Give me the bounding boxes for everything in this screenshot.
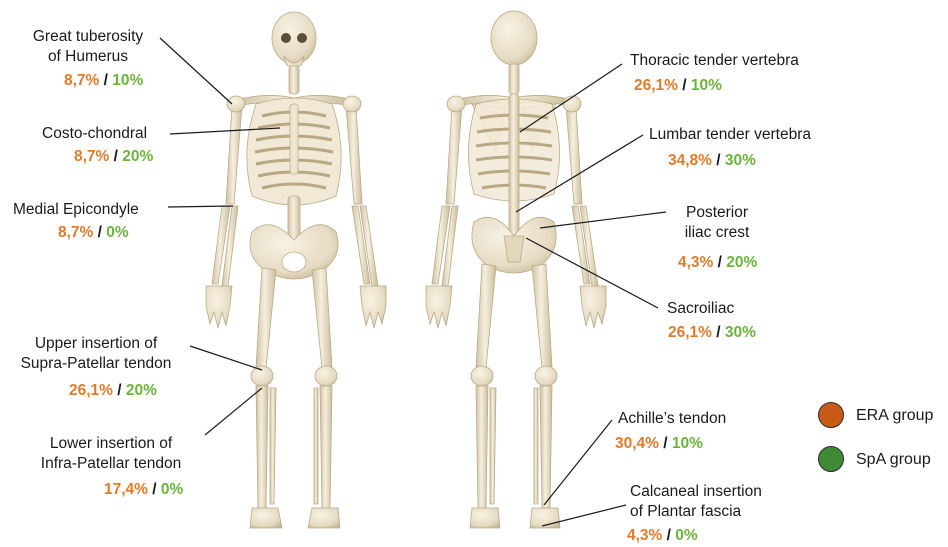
calcaneal-line1: Calcaneal insertion [630,482,762,502]
leader-achille [544,420,612,505]
pct-posterior-iliac: 4,3% / 20% [678,253,757,273]
separator: / [109,148,122,165]
great-tuberosity-line1: Great tuberosity [18,27,158,47]
era-value: 4,3% [627,527,662,544]
separator: / [148,481,161,498]
spa-value: 30% [725,324,756,341]
pct-achille: 30,4% / 10% [615,434,703,454]
label-posterior-iliac: Posterior iliac crest [664,203,770,243]
infra-patellar-line2: Infra-Patellar tendon [16,454,206,474]
label-supra-patellar: Upper insertion of Supra-Patellar tendon [2,334,190,374]
era-value: 8,7% [58,224,93,241]
great-tuberosity-line2: of Humerus [18,47,158,67]
spa-value: 10% [672,435,703,452]
separator: / [99,72,112,89]
spa-legend-label: SpA group [856,450,931,470]
spa-value: 30% [725,152,756,169]
spa-value: 20% [122,148,153,165]
era-value: 17,4% [104,481,148,498]
separator: / [712,324,725,341]
era-value: 8,7% [74,148,109,165]
pct-infra-patellar: 17,4% / 0% [104,480,183,500]
leader-posterior-iliac [540,212,666,228]
costo-chondral-line1: Costo-chondral [42,124,147,144]
sacroiliac-line1: Sacroiliac [667,299,734,319]
separator: / [713,254,726,271]
era-value: 34,8% [668,152,712,169]
spa-legend-swatch [818,446,844,472]
label-costo-chondral: Costo-chondral [42,124,147,144]
infra-patellar-line1: Lower insertion of [16,434,206,454]
era-legend-label: ERA group [856,406,933,426]
pct-thoracic: 26,1% / 10% [634,76,722,96]
pct-costo-chondral: 8,7% / 20% [74,147,153,167]
era-value: 4,3% [678,254,713,271]
era-value: 26,1% [69,382,113,399]
label-lumbar: Lumbar tender vertebra [649,125,811,145]
posterior-iliac-line1: Posterior [664,203,770,223]
pct-medial-epicondyle: 8,7% / 0% [58,223,129,243]
spa-value: 20% [126,382,157,399]
separator: / [113,382,126,399]
supra-patellar-line1: Upper insertion of [2,334,190,354]
spa-value: 10% [691,77,722,94]
label-achille: Achille’s tendon [618,409,726,429]
era-value: 30,4% [615,435,659,452]
back-skeleton [426,11,606,528]
spa-value: 0% [161,481,183,498]
pct-great-tuberosity: 8,7% / 10% [64,71,143,91]
pct-supra-patellar: 26,1% / 20% [69,381,157,401]
medial-epicondyle-line1: Medial Epicondyle [13,200,139,220]
spa-value: 0% [106,224,128,241]
leader-great-tuberosity [160,38,232,104]
pct-lumbar: 34,8% / 30% [668,151,756,171]
label-infra-patellar: Lower insertion of Infra-Patellar tendon [16,434,206,474]
label-sacroiliac: Sacroiliac [667,299,734,319]
spa-value: 0% [675,527,697,544]
leader-infra-patellar [205,388,262,435]
pct-calcaneal: 4,3% / 0% [627,526,698,546]
spa-value: 20% [726,254,757,271]
thoracic-line1: Thoracic tender vertebra [630,51,799,71]
era-value: 26,1% [668,324,712,341]
leader-supra-patellar [190,346,262,370]
label-medial-epicondyle: Medial Epicondyle [13,200,139,220]
pct-sacroiliac: 26,1% / 30% [668,323,756,343]
separator: / [93,224,106,241]
front-skeleton [206,12,386,528]
lumbar-line1: Lumbar tender vertebra [649,125,811,145]
era-value: 8,7% [64,72,99,89]
label-great-tuberosity: Great tuberosity of Humerus [18,27,158,67]
label-calcaneal: Calcaneal insertion of Plantar fascia [630,482,762,522]
spa-value: 10% [112,72,143,89]
separator: / [659,435,672,452]
posterior-iliac-line2: iliac crest [664,223,770,243]
era-value: 26,1% [634,77,678,94]
era-legend-swatch [818,402,844,428]
separator: / [678,77,691,94]
separator: / [712,152,725,169]
calcaneal-line2: of Plantar fascia [630,502,762,522]
label-thoracic: Thoracic tender vertebra [630,51,799,71]
achille-line1: Achille’s tendon [618,409,726,429]
separator: / [662,527,675,544]
supra-patellar-line2: Supra-Patellar tendon [2,354,190,374]
